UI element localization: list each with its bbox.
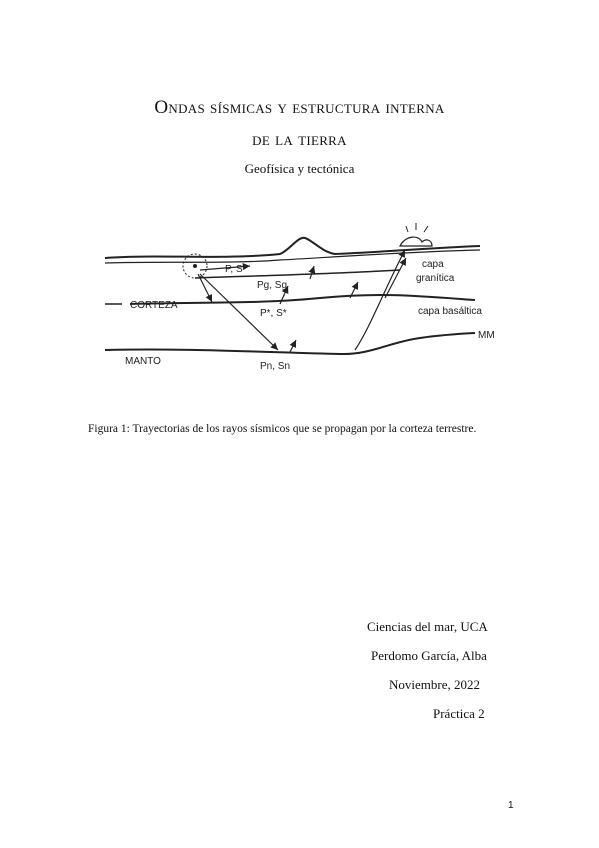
ray-up-2 (349, 281, 359, 299)
label-pn-sn: Pn, Sn (260, 361, 290, 372)
label-pg-sg: Pg, Sg (257, 280, 287, 291)
document-subtitle: Geofísica y tectónica (244, 161, 355, 176)
surface-line-lower (104, 249, 481, 264)
document-title-line1: Ondas sísmicas y estructura interna (154, 97, 445, 118)
ray-up-1 (279, 285, 289, 305)
surface-line (104, 236, 481, 259)
station-icon (399, 236, 433, 247)
ray-up-station-moho (354, 249, 406, 351)
info-course: Ciencias del mar, UCA (367, 619, 488, 634)
figure-caption: Figura 1: Trayectorias de los rayos sísm… (88, 423, 477, 435)
label-mm: MM (478, 330, 495, 341)
label-capa-granitica-1: capa (422, 259, 444, 270)
info-date: Noviembre, 2022 (389, 677, 480, 692)
ray-up-station-crust (384, 257, 407, 299)
label-manto: MANTO (125, 356, 161, 367)
page-number: 1 (508, 800, 514, 811)
ray-to-crust (197, 273, 213, 303)
label-corteza: CORTEZA (130, 300, 178, 311)
ray-up-4 (308, 265, 316, 280)
info-author: Perdomo García, Alba (371, 648, 487, 663)
moho-boundary (104, 332, 476, 356)
label-ps: P, S (225, 264, 243, 275)
document-title-line2: de la tierra (252, 129, 347, 150)
ray-direct (199, 262, 251, 271)
ray-up-3 (289, 339, 297, 353)
label-p-star-s-star: P*, S* (260, 308, 287, 319)
hypocenter-circle (182, 253, 208, 279)
seismic-rays-figure: P, S Pg, Sg P*, S* Pn, Sn capa granítica… (104, 223, 495, 372)
crust-boundary (129, 293, 476, 305)
label-capa-basaltica: capa basáltica (418, 306, 482, 317)
label-capa-granitica-2: granítica (416, 273, 455, 284)
info-practice: Práctica 2 (433, 706, 485, 721)
ray-to-moho (199, 273, 279, 351)
granitic-boundary (194, 269, 401, 279)
hypocenter (193, 264, 197, 268)
